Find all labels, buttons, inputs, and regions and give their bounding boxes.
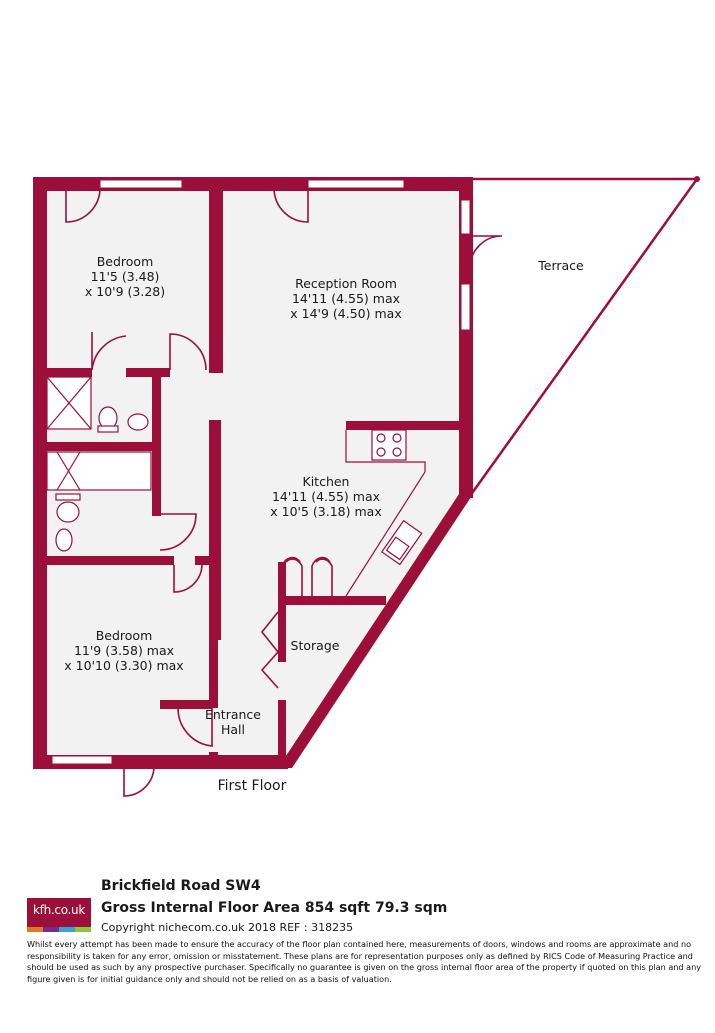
kitchen-counter — [345, 430, 426, 597]
basin-2 — [55, 528, 73, 552]
reception-room-dim-2: x 14'9 (4.50) max — [290, 306, 401, 321]
stripe-green — [75, 927, 91, 932]
bath — [46, 451, 152, 491]
bedroom-1-name: Bedroom — [97, 254, 154, 269]
floor-area — [36, 180, 470, 766]
bedroom-1-dim-1: 11'5 (3.48) — [91, 269, 160, 284]
stripe-blue — [59, 927, 75, 932]
property-address: Brickfield Road SW4 — [101, 878, 261, 894]
kitchen-name: Kitchen — [303, 474, 350, 489]
terrace-name: Terrace — [537, 258, 584, 273]
entrance-hall-name-2: Hall — [221, 722, 245, 737]
floor-label: First Floor — [218, 778, 287, 794]
floor-area-summary: Gross Internal Floor Area 854 sqft 79.3 … — [101, 900, 448, 916]
kitchen-dim-1: 14'11 (4.55) max — [272, 489, 380, 504]
bedroom-2-dim-2: x 10'10 (3.30) max — [64, 658, 183, 673]
terrace-corner — [694, 176, 700, 182]
toilet-2 — [56, 501, 80, 523]
entrance-hall-name-1: Entrance — [205, 707, 261, 722]
bedroom-1-dim-2: x 10'9 (3.28) — [85, 284, 165, 299]
title-block: Brickfield Road SW4 Gross Internal Floor… — [101, 876, 447, 936]
kitchen-dim-2: x 10'5 (3.18) max — [270, 504, 381, 519]
storage-name: Storage — [291, 638, 340, 653]
copyright-ref: Copyright nichecom.co.uk 2018 REF : 3182… — [101, 921, 354, 934]
logo-text: kfh.co.uk — [33, 903, 85, 917]
bedroom-2-dim-1: 11'9 (3.58) max — [74, 643, 174, 658]
logo-stripe — [27, 927, 91, 932]
doors — [65, 187, 503, 797]
stripe-orange — [27, 927, 43, 932]
windows — [51, 179, 471, 765]
reception-room-dim-1: 14'11 (4.55) max — [292, 291, 400, 306]
terrace-outline — [468, 177, 700, 497]
basin — [127, 413, 149, 431]
kfh-logo: kfh.co.uk — [27, 898, 91, 932]
disclaimer: Whilst every attempt has been made to en… — [27, 939, 702, 984]
stripe-purple — [43, 927, 59, 932]
fixtures — [46, 376, 423, 566]
hob — [371, 429, 407, 461]
reception-room-name: Reception Room — [295, 276, 397, 291]
bedroom-2-name: Bedroom — [96, 628, 153, 643]
